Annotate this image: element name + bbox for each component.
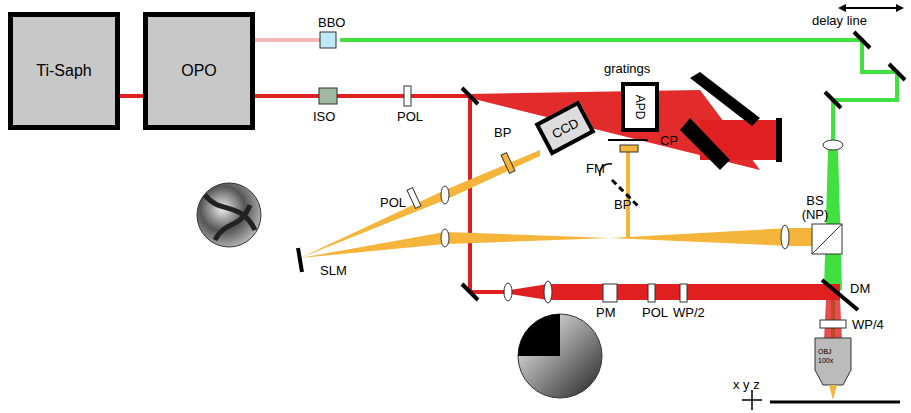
orange-beam: [626, 145, 630, 238]
part-label: OBJ: [818, 348, 832, 356]
part-label: POL: [397, 110, 423, 124]
laser-box: Ti-Saph: [8, 12, 120, 130]
opo-box: OPO: [143, 12, 255, 130]
part-label: x y z: [733, 378, 760, 392]
part-label: BS (NP): [798, 194, 832, 223]
part-label: CP: [660, 134, 678, 148]
node-label: CCD: [549, 115, 581, 141]
red-beam: [253, 96, 505, 292]
part-label: ISO: [313, 110, 335, 124]
polarizer: [404, 86, 411, 106]
pump-beam: [253, 38, 320, 42]
mirrors: [298, 32, 905, 310]
orange-beam: [300, 190, 445, 258]
beam-connector: [120, 94, 143, 98]
gratings: [680, 72, 782, 170]
part-label: WP/2: [673, 306, 705, 320]
part-label: 100x: [818, 357, 833, 365]
red-beam-expand: [510, 284, 548, 300]
slm-phase-image: [197, 183, 261, 247]
node-label: APD: [633, 95, 647, 120]
stage-arrows: [742, 390, 762, 410]
part-label: delay line: [812, 14, 867, 28]
node-label: Ti-Saph: [36, 62, 91, 80]
objective: [815, 338, 851, 385]
bandpass: [620, 145, 638, 152]
part-label: FM: [586, 162, 605, 176]
detector-box: APD: [621, 82, 659, 132]
orange-beam: [300, 232, 445, 258]
part-label: SLM: [320, 264, 347, 278]
isolator: [319, 88, 337, 104]
part-label: BBO: [318, 16, 345, 30]
beam-splitter: [812, 224, 842, 254]
part-label: gratings: [604, 62, 650, 76]
half-wave-plate: [680, 284, 687, 302]
bandpass: [501, 153, 515, 174]
orange-beam: [445, 150, 540, 200]
quarter-wave-plate: [820, 320, 846, 328]
part-label: BP: [494, 126, 511, 140]
part-label: POL: [380, 196, 406, 210]
phase-mask: [603, 284, 617, 302]
polarizer: [407, 188, 421, 209]
bbo-crystal: [320, 32, 336, 48]
part-label: DM: [850, 282, 870, 296]
delay-arrow: [842, 7, 900, 9]
vortex-phase-image: [518, 314, 602, 398]
orange-beam: [445, 232, 610, 244]
part-label: PM: [596, 306, 616, 320]
part-label: BP: [614, 198, 631, 212]
part-label: POL: [642, 306, 668, 320]
red-beam-wide: [548, 284, 840, 300]
sample: [770, 401, 900, 404]
polarizer: [648, 284, 655, 302]
part-label: WP/4: [852, 318, 884, 332]
lenses: [441, 140, 843, 303]
pinhole: [608, 139, 648, 141]
node-label: OPO: [181, 62, 217, 80]
